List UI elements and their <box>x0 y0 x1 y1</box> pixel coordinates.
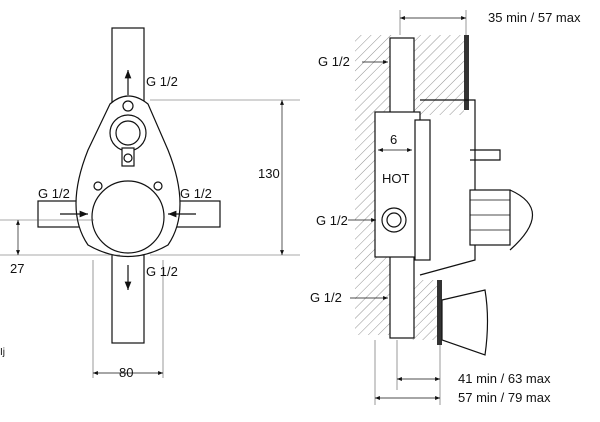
dim-depth-b-label: 57 min / 79 max <box>458 390 551 405</box>
tile-edge-bottom <box>437 280 442 345</box>
dim-depth-a-label: 41 min / 63 max <box>458 371 551 386</box>
front-thread-left: G 1/2 <box>38 186 70 201</box>
front-view: G 1/2 G 1/2 G 1/2 G 1/2 130 27 80 Ij <box>0 27 300 380</box>
valve-body <box>91 180 165 254</box>
handle-shape <box>441 289 489 356</box>
side-thread-top: G 1/2 <box>318 54 350 69</box>
middle-outlet <box>381 207 407 233</box>
mixer-side-body <box>374 111 421 258</box>
front-thread-top: G 1/2 <box>146 74 178 89</box>
front-thread-right: G 1/2 <box>180 186 212 201</box>
tile-edge-top <box>464 35 469 110</box>
margin-mark: Ij <box>0 347 5 358</box>
screw-hole-top <box>122 100 134 112</box>
side-thread-bottom: G 1/2 <box>310 290 342 305</box>
side-thread-middle: G 1/2 <box>316 213 348 228</box>
dim-130-label: 130 <box>258 166 280 181</box>
dim-27-label: 27 <box>10 261 24 276</box>
front-thread-bottom: G 1/2 <box>146 264 178 279</box>
side-view: HOT 6 G 1/2 G 1/2 G 1/2 35 min / 57 max … <box>310 10 581 405</box>
cover-cap <box>509 189 534 251</box>
mounting-frame <box>419 99 476 276</box>
dim-top-depth-label: 35 min / 57 max <box>488 10 581 25</box>
dim-80-label: 80 <box>119 365 133 380</box>
wall-hatch-top-right <box>412 35 464 115</box>
dim-6-label: 6 <box>390 132 397 147</box>
hot-label: HOT <box>382 171 410 186</box>
screw-hole-left <box>93 181 103 191</box>
wall-hatch-bottom-right <box>412 280 440 340</box>
screw-hole-right <box>153 181 163 191</box>
